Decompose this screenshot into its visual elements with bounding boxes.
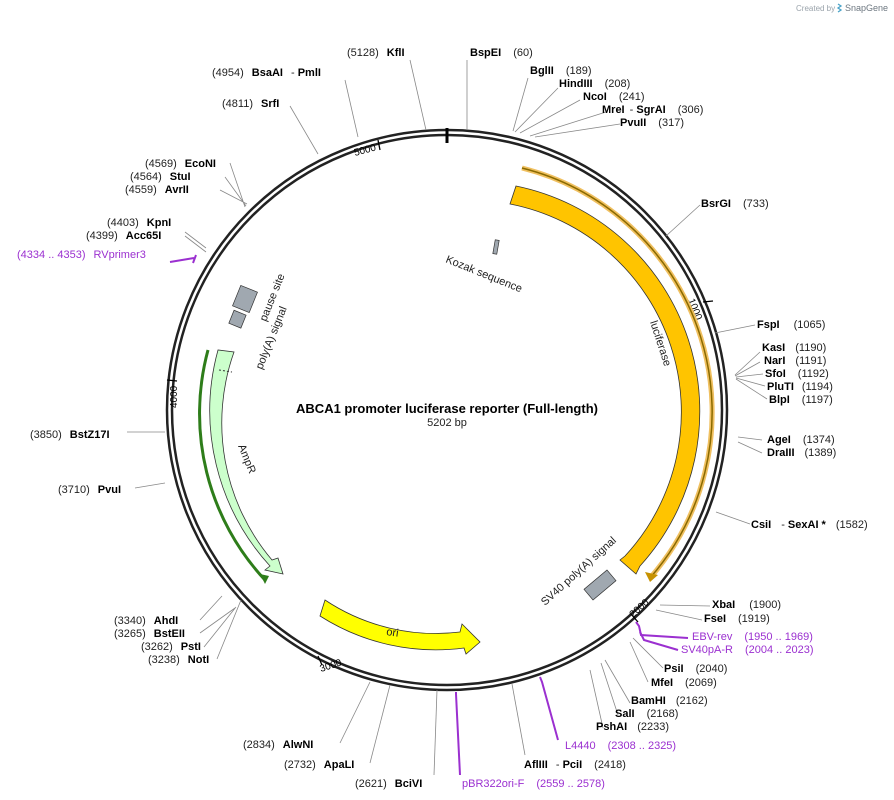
snapgene-logo-icon (836, 3, 843, 13)
plasmid-name: ABCA1 promoter luciferase reporter (Full… (296, 401, 598, 416)
site-apali[interactable]: (2732)ApaLI (284, 759, 354, 771)
snapgene-name: SnapGene (845, 3, 888, 13)
site-hindiii[interactable]: HindIII(208) (559, 78, 630, 90)
site-psii[interactable]: PsiI(2040) (664, 663, 727, 675)
site-agei[interactable]: AgeI(1374) (767, 434, 835, 446)
ampr-outline-arc (198, 349, 267, 582)
site-bcivi[interactable]: (2621)BciVI (355, 778, 422, 790)
site-bstz17i[interactable]: (3850)BstZ17I (30, 429, 110, 441)
site-fspi[interactable]: FspI(1065) (757, 319, 825, 331)
kozak-sequence-marker[interactable] (492, 239, 500, 255)
ori-arrow[interactable] (319, 599, 481, 655)
site-econi[interactable]: (4569)EcoNI (145, 158, 216, 170)
site-ncoi[interactable]: NcoI(241) (583, 91, 645, 103)
created-by-text: Created by (796, 4, 835, 13)
feature-label-ampr: AmpR (235, 443, 258, 476)
site-sali[interactable]: SalI(2168) (615, 708, 678, 720)
site-bsaai-pmli[interactable]: (4954)BsaAI- PmlI (212, 67, 321, 79)
site-kpni[interactable]: (4403)KpnI (107, 217, 171, 229)
feature-label-kozak: Kozak sequence (444, 254, 524, 296)
site-xbai[interactable]: XbaI(1900) (712, 599, 781, 611)
site-ahdi[interactable]: (3340)AhdI (114, 615, 178, 627)
site-bsteii[interactable]: (3265)BstEII (114, 628, 185, 640)
site-noti[interactable]: (3238)NotI (148, 654, 209, 666)
site-pvui[interactable]: (3710)PvuI (58, 484, 121, 496)
site-psti[interactable]: (3262)PstI (141, 641, 201, 653)
polya-signal-marker[interactable] (228, 309, 247, 329)
features (198, 165, 715, 655)
site-bglii[interactable]: BglII(189) (530, 65, 592, 77)
primer-rvprimer3[interactable]: (4334 .. 4353)RVprimer3 (17, 249, 146, 261)
site-alwni[interactable]: (2834)AlwNI (243, 739, 313, 751)
site-labels: BspEI(60) BglII(189) HindIII(208) NcoI(2… (30, 47, 868, 790)
plasmid-length: 5202 bp (427, 417, 467, 429)
feature-label-ori: ori (386, 626, 400, 640)
site-stui[interactable]: (4564)StuI (130, 171, 191, 183)
site-acc65i[interactable]: (4399)Acc65I (86, 230, 161, 242)
site-bspei[interactable]: BspEI(60) (470, 47, 533, 59)
site-pshai[interactable]: PshAI(2233) (596, 721, 669, 733)
tick-4000: 4000 (169, 385, 180, 408)
site-blpi[interactable]: BlpI(1197) (769, 394, 833, 406)
site-mfei[interactable]: MfeI(2069) (651, 677, 717, 689)
plasmid-title: ABCA1 promoter luciferase reporter (Full… (296, 401, 598, 429)
leader-lines (127, 59, 768, 776)
site-srfi[interactable]: (4811)SrfI (222, 98, 279, 110)
ampr-arrow[interactable] (209, 349, 284, 575)
site-kasi[interactable]: KasI(1190) (762, 342, 826, 354)
site-fsei[interactable]: FseI(1919) (704, 613, 770, 625)
site-nari[interactable]: NarI(1191) (764, 355, 826, 367)
site-avrii[interactable]: (4559)AvrII (125, 184, 189, 196)
backbone (165, 128, 729, 692)
luciferase-arrow[interactable] (509, 185, 701, 575)
site-pluti[interactable]: PluTI(1194) (767, 381, 833, 393)
site-pvuii[interactable]: PvuII(317) (620, 117, 684, 129)
site-mrei-sgrai[interactable]: MreI- SgrAI(306) (602, 104, 703, 116)
primer-marks (169, 254, 689, 776)
tick-2000: 2000 (628, 597, 652, 620)
site-csii-sexai[interactable]: CsiI- SexAI *(1582) (751, 519, 868, 531)
primer-pbr322ori-f[interactable]: pBR322ori-F(2559 .. 2578) (462, 778, 605, 790)
primer-labels: EBV-rev(1950 .. 1969) SV40pA-R(2004 .. 2… (17, 249, 813, 790)
site-kfli[interactable]: (5128)KflI (347, 47, 405, 59)
site-bsrgi[interactable]: BsrGI(733) (701, 198, 769, 210)
snapgene-credit: Created by SnapGene (796, 3, 888, 13)
site-bamhi[interactable]: BamHI(2162) (631, 695, 708, 707)
primer-l4440[interactable]: L4440(2308 .. 2325) (565, 740, 676, 752)
primer-sv40pa-r[interactable]: SV40pA-R(2004 .. 2023) (681, 644, 813, 656)
pause-site-marker[interactable] (232, 284, 258, 314)
site-afliii-pcii[interactable]: AflIII- PciI(2418) (524, 759, 626, 771)
site-draiii[interactable]: DraIII(1389) (767, 447, 836, 459)
site-sfoi[interactable]: SfoI(1192) (765, 368, 829, 380)
sv40-polya-marker[interactable] (583, 569, 617, 601)
primer-ebv-rev[interactable]: EBV-rev(1950 .. 1969) (692, 631, 813, 643)
